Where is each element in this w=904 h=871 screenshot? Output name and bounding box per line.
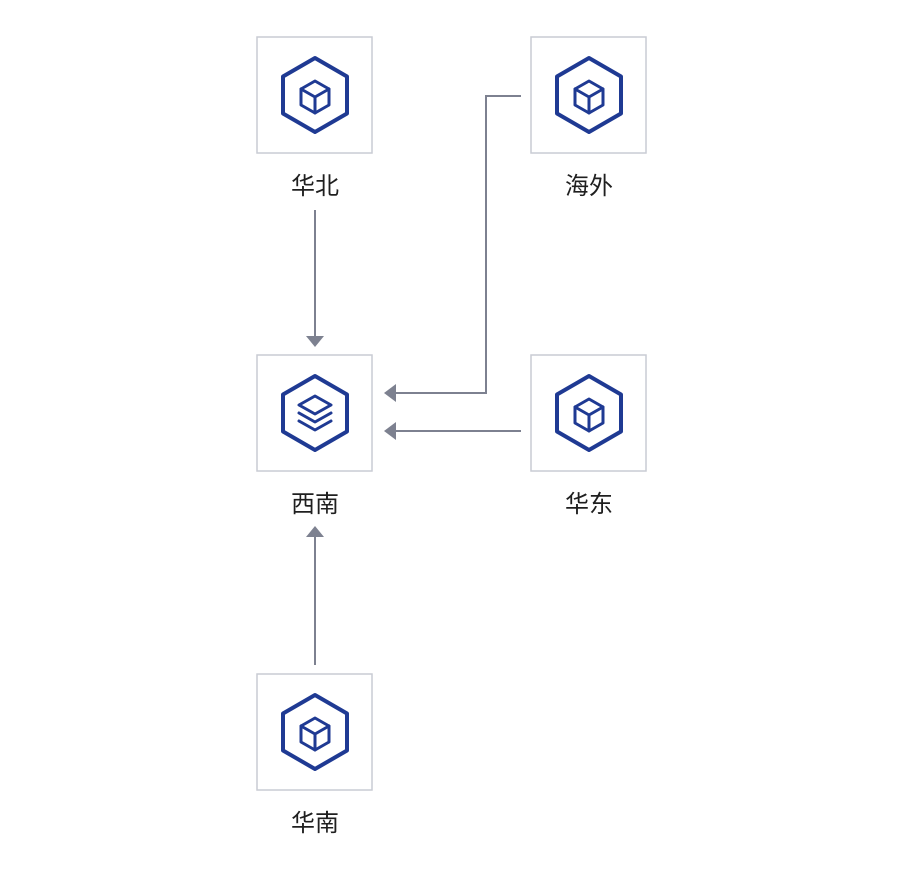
edges [306, 95, 521, 665]
node-overseas-label: 海外 [565, 172, 613, 200]
node-south-label: 华南 [291, 809, 339, 837]
node-east-label: 华东 [565, 490, 613, 518]
node-overseas[interactable]: 海外 [530, 36, 647, 200]
node-north-label: 华北 [291, 172, 339, 200]
edge-overseas-to-southwest [384, 95, 521, 402]
node-southwest[interactable]: 西南 [256, 354, 373, 518]
edge-north-to-southwest [306, 210, 324, 347]
node-north[interactable]: 华北 [256, 36, 373, 200]
node-east[interactable]: 华东 [530, 354, 647, 518]
node-south[interactable]: 华南 [256, 673, 373, 837]
node-southwest-label: 西南 [291, 490, 339, 518]
edge-east-to-southwest [384, 422, 521, 440]
edge-south-to-southwest [306, 526, 324, 665]
